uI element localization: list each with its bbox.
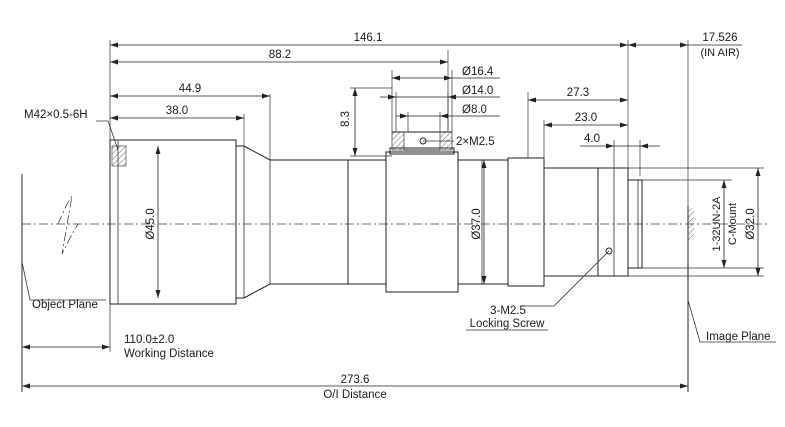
label-mount-type: C-Mount bbox=[727, 203, 739, 245]
dim-mid-diameter: Ø37.0 bbox=[471, 208, 483, 239]
dim-ring-id1: Ø14.0 bbox=[462, 85, 493, 97]
diameter-dims bbox=[155, 146, 761, 298]
dim-length-44: 44.9 bbox=[179, 83, 201, 95]
dim-ring-height: 8.3 bbox=[340, 111, 352, 127]
image-plane bbox=[687, 206, 776, 392]
dim-working-distance-value: 110.0±2.0 bbox=[124, 334, 174, 346]
dim-length-88: 88.2 bbox=[269, 49, 291, 61]
label-object-plane: Object Plane bbox=[32, 299, 98, 311]
dim-ring-id2: Ø8.0 bbox=[462, 104, 487, 116]
dim-oi-distance-label: O/I Distance bbox=[323, 389, 386, 401]
label-image-plane: Image Plane bbox=[706, 331, 771, 343]
label-locking-screw-count: 3-M2.5 bbox=[490, 305, 526, 317]
label-locking-screw: Locking Screw bbox=[470, 318, 545, 330]
dim-back-focus: 17.526 bbox=[702, 32, 737, 44]
label-front-thread: M42×0.5-6H bbox=[24, 109, 88, 121]
dim-screw-hole: 2×M2.5 bbox=[456, 136, 495, 148]
dim-back-focus-note: (IN AIR) bbox=[700, 47, 739, 59]
optical-axis bbox=[22, 195, 770, 255]
object-plane bbox=[21, 174, 106, 392]
lens-body bbox=[109, 139, 643, 305]
dim-rear-diameter: Ø32.0 bbox=[745, 208, 757, 239]
dim-working-distance-label: Working Distance bbox=[124, 348, 214, 360]
dim-rear-23: 23.0 bbox=[575, 112, 597, 124]
leader-lines bbox=[96, 120, 610, 331]
dim-oi-distance-value: 273.6 bbox=[341, 374, 370, 386]
locking-screw-icon bbox=[605, 247, 613, 255]
dim-front-diameter: Ø45.0 bbox=[145, 208, 157, 239]
dim-rear-27: 27.3 bbox=[567, 87, 589, 99]
dim-length-38: 38.0 bbox=[166, 105, 188, 117]
dim-rear-4: 4.0 bbox=[584, 133, 600, 145]
dim-lines bbox=[22, 42, 742, 389]
clamp-ring bbox=[391, 131, 453, 151]
dim-ring-od: Ø16.4 bbox=[462, 66, 494, 78]
front-thread-hatch bbox=[111, 145, 127, 167]
label-mount-thread: 1-32UN-2A bbox=[711, 196, 723, 252]
dim-overall-length: 146.1 bbox=[354, 32, 383, 44]
